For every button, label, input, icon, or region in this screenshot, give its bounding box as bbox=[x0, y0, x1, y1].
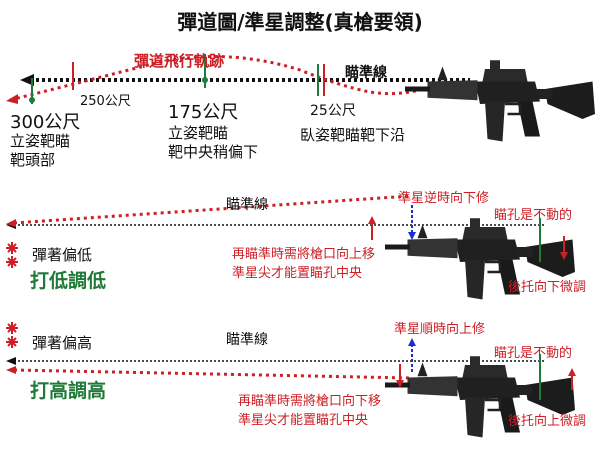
low-impact-label: 彈著偏低 bbox=[32, 246, 93, 264]
low-trajectory-line bbox=[13, 194, 411, 225]
low-rear-sight-fixed: 瞄孔是不動的 bbox=[494, 208, 573, 223]
low-reaim-note: 再瞄準時需將槍口向上移 準星尖才能置瞄孔中央 bbox=[232, 245, 375, 283]
desc-175: 立姿靶瞄 靶中央稍偏下 bbox=[168, 124, 258, 162]
marker-175-dot bbox=[202, 77, 208, 83]
high-impact-splat-1 bbox=[5, 321, 19, 335]
high-reaim-line1: 再瞄準時需將槍口向下移 bbox=[238, 394, 382, 409]
high-impact-label: 彈著偏高 bbox=[32, 334, 93, 352]
low-reaim-line1: 再瞄準時需將槍口向上移 bbox=[232, 247, 376, 262]
high-sight-line-label: 瞄準線 bbox=[226, 332, 268, 348]
high-trajectory-line bbox=[13, 368, 411, 380]
high-reaim-line2: 準星尖才能置瞄孔中央 bbox=[238, 413, 369, 428]
high-action-label: 打高調高 bbox=[30, 380, 107, 402]
top-rifle bbox=[403, 59, 597, 143]
high-stock-note: 後托向上微調 bbox=[508, 414, 587, 429]
high-rear-sight-fixed: 瞄孔是不動的 bbox=[494, 346, 573, 361]
low-impact-splat-1 bbox=[5, 241, 19, 255]
desc-175-line2: 靶中央稍偏下 bbox=[168, 143, 259, 161]
high-impact-splat-2 bbox=[5, 335, 19, 349]
top-trajectory-curve bbox=[9, 55, 421, 102]
desc-300-line1: 立姿靶瞄 bbox=[10, 132, 71, 150]
desc-300: 立姿靶瞄 靶頭部 bbox=[10, 132, 70, 170]
desc-25: 臥姿靶瞄靶下沿 bbox=[300, 126, 406, 144]
top-sight-line-label: 瞄準線 bbox=[345, 65, 387, 81]
dist-25-label: 25公尺 bbox=[310, 103, 356, 119]
low-reaim-line2: 準星尖才能置瞄孔中央 bbox=[232, 266, 363, 281]
low-trajectory-arrow bbox=[6, 219, 16, 227]
diagram-title: 彈道圖/準星調整(真槍要領) bbox=[177, 10, 423, 34]
low-impact-splat-2 bbox=[5, 255, 19, 269]
dist-175-label: 175公尺 bbox=[168, 102, 239, 123]
top-sight-line-arrow bbox=[20, 74, 34, 86]
top-trajectory-arrow bbox=[6, 94, 18, 104]
desc-175-line1: 立姿靶瞄 bbox=[168, 124, 229, 142]
marker-300-dot bbox=[29, 97, 35, 103]
trajectory-label: 彈道飛行軌跡 bbox=[134, 52, 225, 70]
dist-250-label: 250公尺 bbox=[80, 94, 131, 109]
low-sight-line-label: 瞄準線 bbox=[226, 197, 268, 213]
high-reaim-note: 再瞄準時需將槍口向下移 準星尖才能置瞄孔中央 bbox=[238, 392, 381, 430]
high-sight-line-arrow bbox=[6, 357, 16, 365]
desc-300-line2: 靶頭部 bbox=[10, 151, 56, 169]
low-stock-note: 後托向下微調 bbox=[508, 280, 587, 295]
high-trajectory-arrow bbox=[6, 366, 16, 374]
low-front-sight-note: 準星逆時向下修 bbox=[398, 191, 490, 206]
high-front-sight-note: 準星順時向上修 bbox=[394, 322, 486, 337]
dist-300-label: 300公尺 bbox=[10, 112, 81, 133]
low-action-label: 打低調低 bbox=[30, 270, 107, 292]
